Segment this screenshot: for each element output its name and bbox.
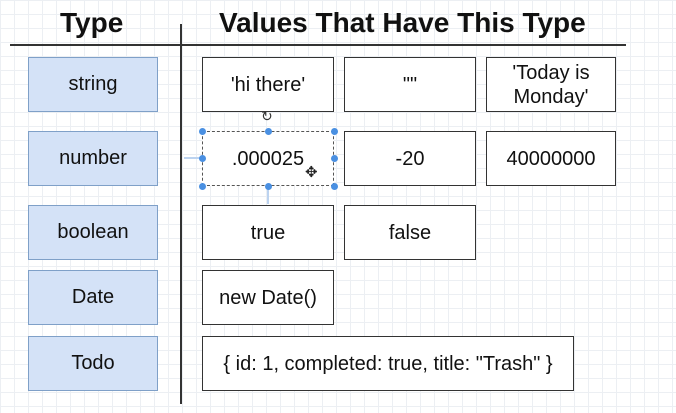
value-box-number-3[interactable]: 40000000 bbox=[486, 131, 616, 186]
rotate-handle-icon[interactable]: ↻ bbox=[261, 108, 273, 124]
value-box-number-1-selected[interactable]: .000025 bbox=[202, 131, 334, 186]
selection-handle-bottom[interactable] bbox=[265, 183, 272, 190]
value-box-number-2[interactable]: -20 bbox=[344, 131, 476, 186]
value-box-string-2[interactable]: "" bbox=[344, 57, 476, 112]
type-column-header: Type bbox=[60, 7, 124, 38]
value-box-date-1[interactable]: new Date() bbox=[202, 270, 334, 325]
type-box-date[interactable]: Date bbox=[28, 270, 158, 325]
value-box-string-3[interactable]: 'Today is Monday' bbox=[486, 57, 616, 112]
type-box-number[interactable]: number bbox=[28, 131, 158, 186]
selection-handle-top-left[interactable] bbox=[199, 128, 206, 135]
column-divider bbox=[180, 24, 182, 404]
selection-handle-top-right[interactable] bbox=[331, 128, 338, 135]
value-box-boolean-1[interactable]: true bbox=[202, 205, 334, 260]
selection-connector-left bbox=[184, 157, 202, 159]
type-box-boolean[interactable]: boolean bbox=[28, 205, 158, 260]
value-box-string-1[interactable]: 'hi there' bbox=[202, 57, 334, 112]
header-divider bbox=[10, 44, 626, 46]
selection-connector-bottom bbox=[267, 186, 269, 204]
selection-handle-right[interactable] bbox=[331, 155, 338, 162]
type-box-string[interactable]: string bbox=[28, 57, 158, 112]
move-cursor-icon: ✥ bbox=[305, 164, 318, 181]
selection-handle-left[interactable] bbox=[199, 155, 206, 162]
selection-handle-bottom-right[interactable] bbox=[331, 183, 338, 190]
values-column-header: Values That Have This Type bbox=[219, 7, 586, 38]
value-box-todo-1[interactable]: { id: 1, completed: true, title: "Trash"… bbox=[202, 336, 574, 391]
selection-handle-bottom-left[interactable] bbox=[199, 183, 206, 190]
value-box-boolean-2[interactable]: false bbox=[344, 205, 476, 260]
selection-handle-top[interactable] bbox=[265, 128, 272, 135]
type-box-todo[interactable]: Todo bbox=[28, 336, 158, 391]
